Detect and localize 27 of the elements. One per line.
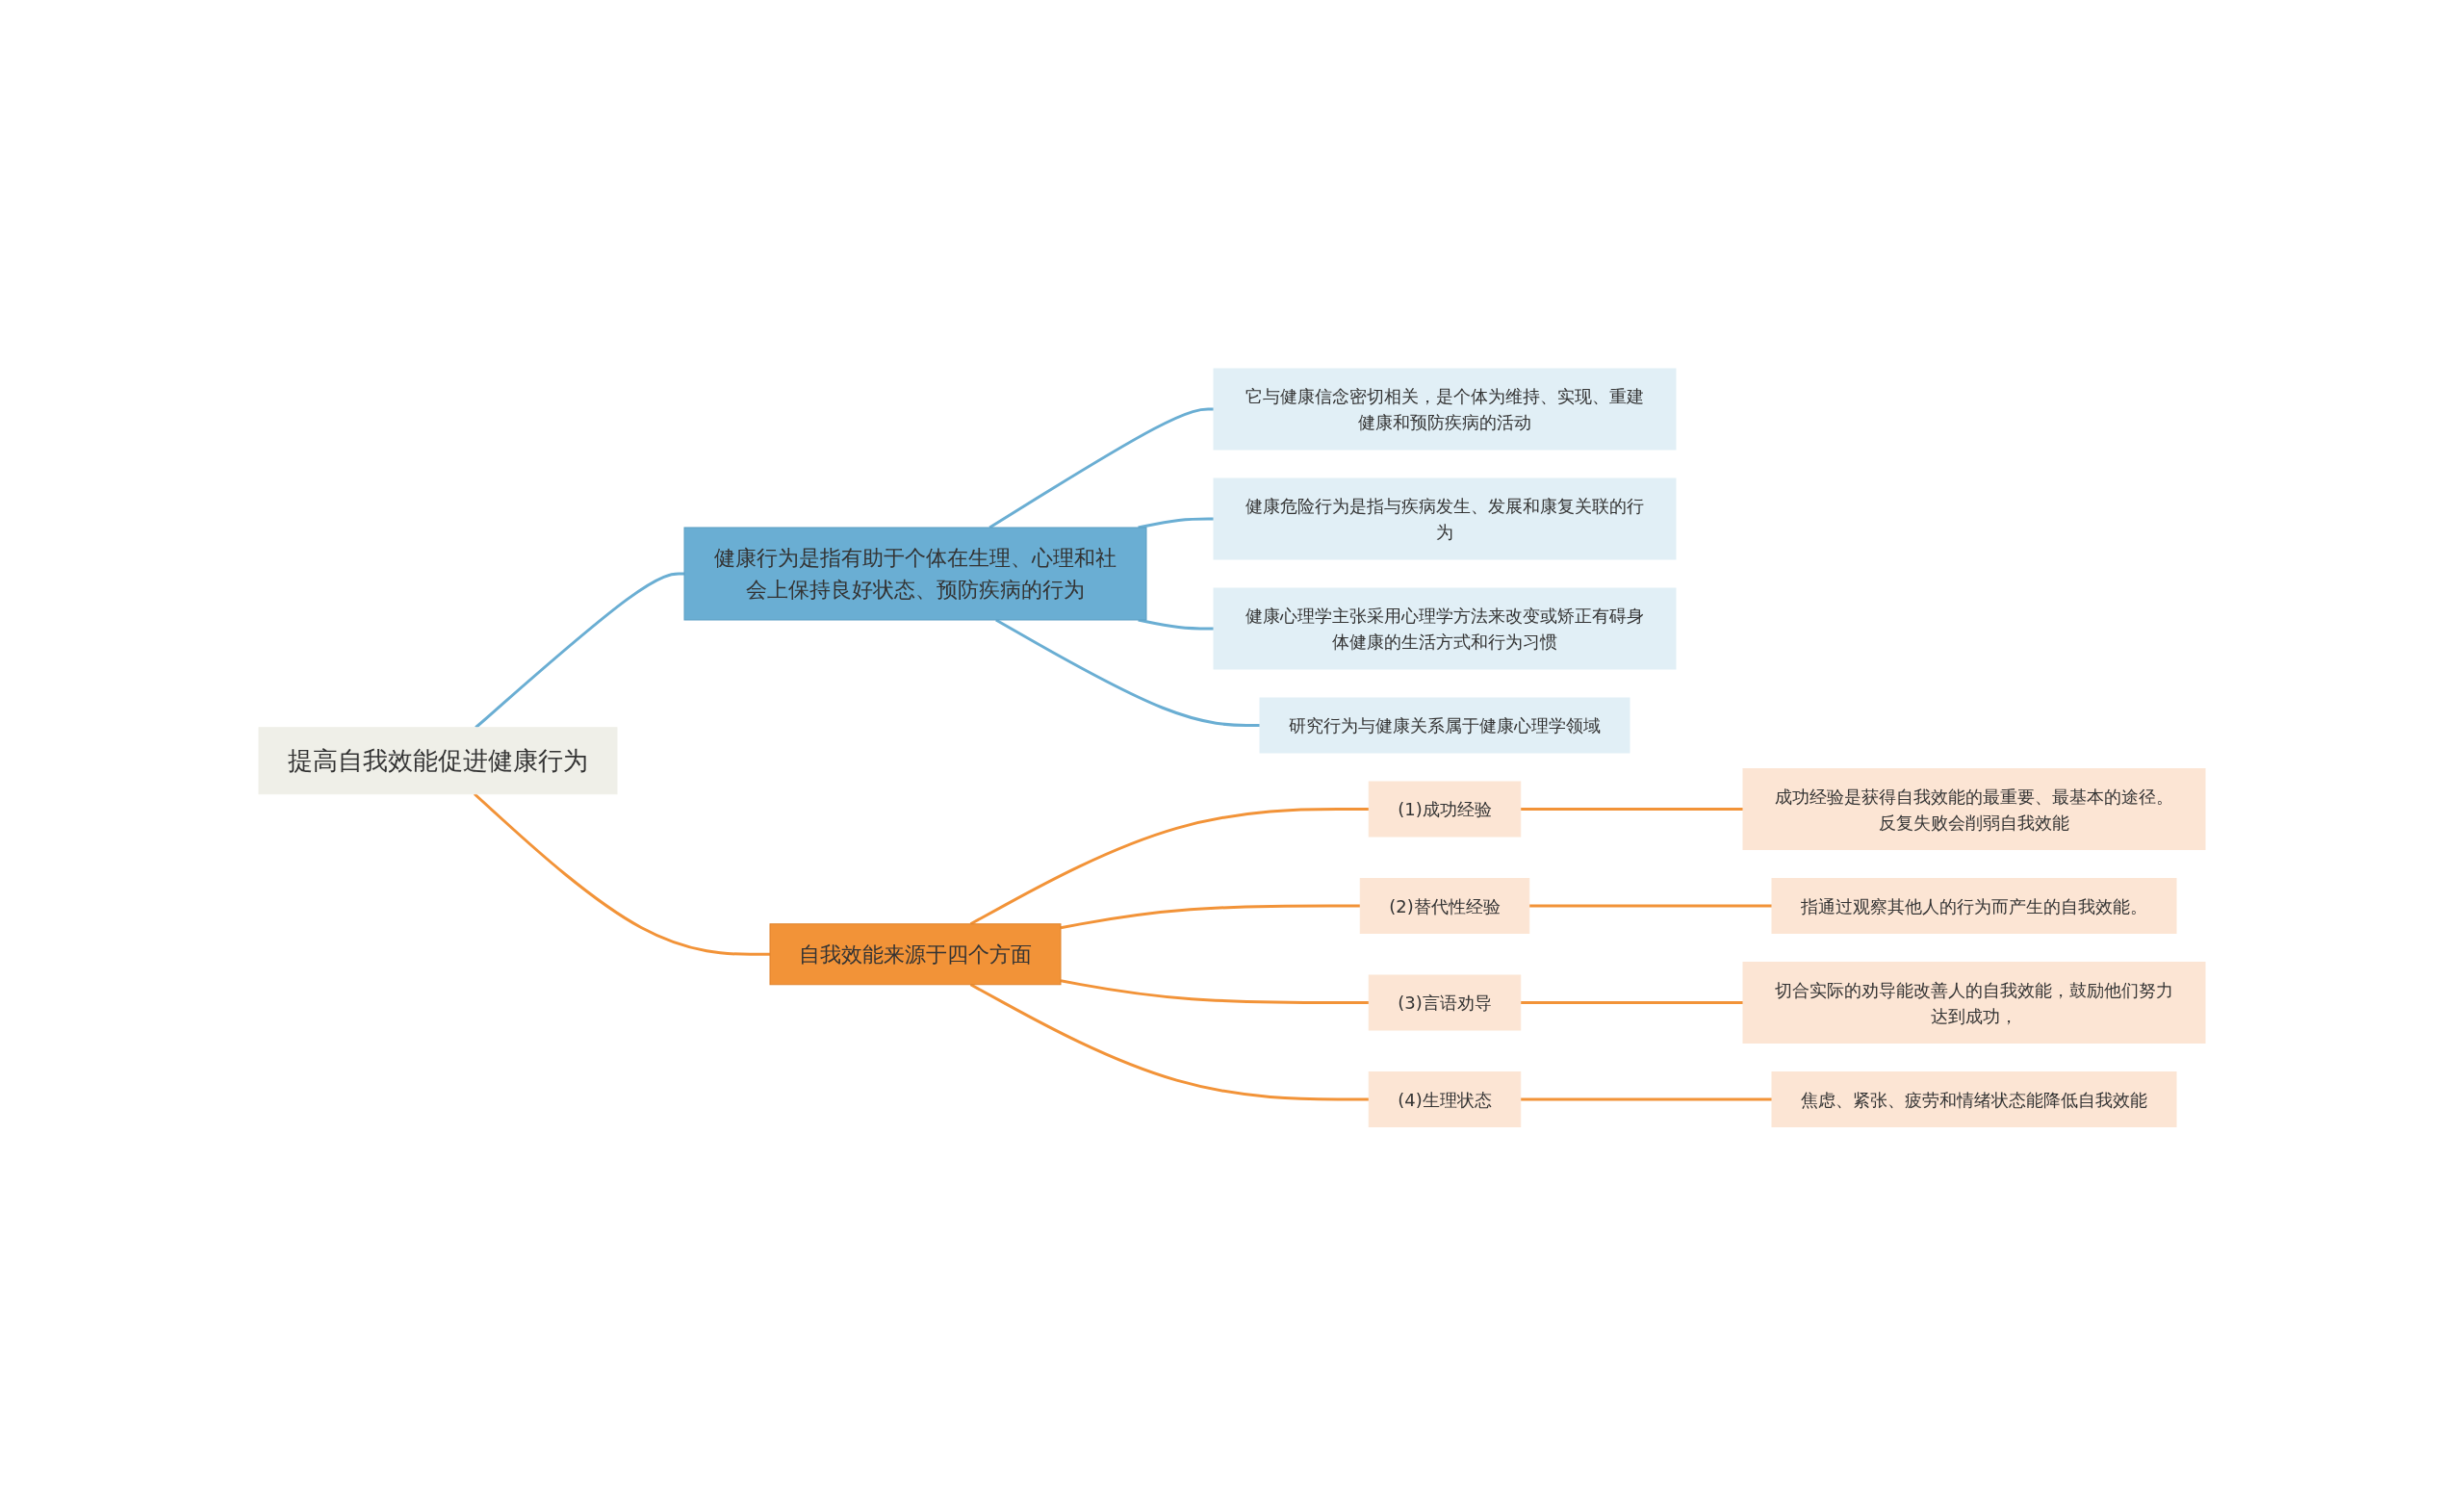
connector [475,572,684,730]
connector [1060,979,1370,1005]
node-box: 健康行为是指有助于个体在生理、心理和社会上保持良好状态、预防疾病的行为 [683,527,1147,621]
connector [1138,517,1214,529]
connector [988,407,1214,529]
connector [1520,1001,1743,1005]
connector [995,618,1260,728]
node-box: 提高自我效能促进健康行为 [258,727,618,795]
node-box: 它与健康信念密切相关，是个体为维持、实现、重建健康和预防疾病的活动 [1213,368,1677,451]
node-box: (1)成功经验 [1368,781,1522,838]
connector [1520,1097,1772,1101]
node-box: 成功经验是获得自我效能的最重要、最基本的途径。反复失败会削弱自我效能 [1742,768,2206,851]
node-box: (3)言语劝导 [1368,974,1522,1031]
connector [1520,808,1743,812]
connector [1528,904,1772,908]
connector [969,808,1370,926]
node-box: (4)生理状态 [1368,1071,1522,1128]
node-box: 健康危险行为是指与疾病发生、发展和康复关联的行为 [1213,477,1677,560]
node-box: 自我效能来源于四个方面 [769,923,1062,986]
connector [1138,618,1214,631]
node-box: 健康心理学主张采用心理学方法来改变或矫正有碍身体健康的生活方式和行为习惯 [1213,587,1677,670]
node-box: 研究行为与健康关系属于健康心理学领域 [1259,697,1630,754]
node-box: 指通过观察其他人的行为而产生的自我效能。 [1771,878,2177,935]
connector [1060,904,1361,930]
node-box: 焦虑、紧张、疲劳和情绪状态能降低自我效能 [1771,1071,2177,1128]
node-box: 切合实际的劝导能改善人的自我效能，鼓励他们努力达到成功， [1742,962,2206,1045]
node-box: (2)替代性经验 [1359,878,1530,935]
